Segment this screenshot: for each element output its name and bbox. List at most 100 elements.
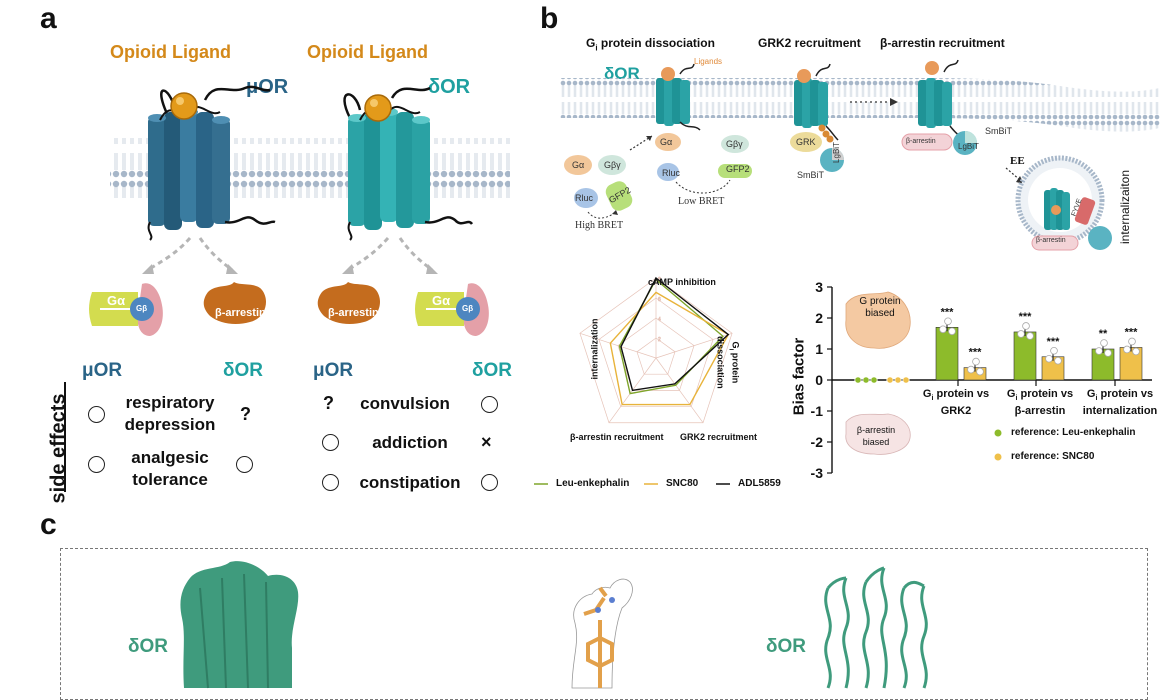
right-table-mu-header: μOR — [313, 360, 354, 381]
left-table-mu-header: μOR — [82, 360, 123, 381]
membrane-b — [560, 78, 1160, 132]
gbg-label-b1: Gβγ — [604, 160, 621, 170]
g-protein-icon-delta — [415, 283, 489, 336]
bar-datapoint — [1128, 337, 1136, 346]
check-circle-icon — [322, 434, 339, 451]
bar-significance: *** — [1047, 336, 1061, 348]
delta-receptor-icon — [343, 86, 474, 241]
bar-datapoint — [1050, 346, 1058, 355]
gbeta-label-mu: Gβ — [136, 304, 148, 313]
internalization-label: internalizaiton — [1118, 169, 1133, 245]
radar-legend-adl: ADL5859 — [738, 478, 781, 489]
ligand-ball-2 — [364, 94, 392, 122]
right-row-2-delta-mark: × — [481, 432, 492, 452]
arrestin-icon-mu — [203, 282, 266, 324]
delta-receptor-label: δOR — [428, 76, 471, 98]
mu-receptor-icon — [147, 85, 276, 241]
radar-axis-internalization: internalization — [589, 318, 600, 380]
bar-datapoint — [1054, 356, 1062, 365]
rluc-label-b2: Rluc — [662, 168, 681, 178]
ligand-ball-1 — [170, 92, 198, 120]
bar-y-tick-label: 1 — [815, 341, 823, 357]
ligands-label: Ligands — [694, 57, 723, 66]
bar-y-tick-label: 2 — [815, 310, 823, 326]
bar-significance: *** — [941, 306, 955, 318]
radar-series-1 — [609, 291, 730, 406]
check-circle-icon — [88, 406, 105, 423]
reference-dot — [902, 376, 910, 384]
delta-or-label-c2: δOR — [766, 636, 807, 657]
rluc-label-b1: Rluc — [575, 193, 594, 203]
galpha-label-b2: Gα — [660, 137, 673, 147]
bar-ylabel: Bias factor — [790, 337, 808, 416]
bar-y-tick-label: -2 — [811, 434, 824, 450]
gbeta-label-delta: Gβ — [462, 304, 474, 313]
bar-significance: ** — [1099, 328, 1108, 340]
bar-datapoint — [948, 327, 956, 336]
radar-ring — [598, 297, 714, 407]
receptor-grk-icon — [794, 63, 839, 143]
check-circle-icon — [481, 396, 498, 413]
receptor-gi-icon — [656, 63, 701, 131]
bar-datapoint — [939, 325, 947, 334]
radar-spoke — [655, 332, 733, 359]
smbit-label-grk: SmBiT — [797, 170, 824, 180]
check-circle-icon — [236, 456, 253, 473]
panel-a-illustration — [64, 85, 510, 492]
radar-ring-label: 2 — [658, 337, 661, 343]
bar-legend-snc80: reference: SNC80 — [1011, 451, 1095, 462]
left-row-2-text: analgesic tolerance — [131, 448, 209, 489]
right-row-1-text: convulsion — [360, 394, 450, 413]
ribbon-structure-icon — [824, 566, 928, 689]
left-row-1-delta-mark: ? — [240, 404, 251, 424]
radar-legend-leu: Leu-enkephalin — [556, 478, 630, 489]
bar-significance: *** — [1125, 326, 1139, 338]
panel-b-schematic — [560, 59, 1160, 251]
bar-datapoint — [972, 357, 980, 366]
radar-ring — [579, 277, 733, 424]
check-circle-icon — [88, 456, 105, 473]
bar-datapoint — [1104, 349, 1112, 357]
radar-axis-camp: cAMP inhibition — [648, 277, 716, 287]
bar-0-0 — [935, 326, 959, 381]
galpha-label-b1: Gα — [572, 160, 585, 170]
left-row-1-text: respiratory depression — [124, 393, 216, 434]
reference-dot — [894, 376, 902, 384]
mu-receptor-label: μOR — [246, 76, 289, 98]
g-protein-icon-mu — [89, 283, 163, 336]
ligand-label-2: Opioid Ligand — [307, 42, 428, 62]
bar-datapoint — [1026, 332, 1034, 340]
heading-gi-dissociation: Gi protein dissociation — [586, 36, 715, 53]
receptor-arrestin-icon — [918, 59, 965, 141]
radar-axis-grk2: GRK2 recruitment — [680, 432, 758, 442]
bar-datapoint — [1022, 322, 1030, 330]
gfp2-label-b2: GFP2 — [726, 164, 750, 174]
reference-dot — [862, 376, 870, 384]
arrestin-label-endosome: β-arrestin — [1036, 237, 1066, 244]
radar-series-0 — [618, 278, 724, 395]
delta-or-label-c1: δOR — [128, 636, 169, 657]
check-circle-icon — [322, 474, 339, 491]
bar-datapoint — [1123, 345, 1131, 354]
reference-dot — [870, 376, 878, 384]
right-row-2-text: addiction — [372, 433, 448, 452]
radar-legend-snc80: SNC80 — [666, 478, 699, 489]
arrestin-label-mu: β-arrestin — [215, 307, 266, 319]
lgbit-label-arr: LgBiT — [958, 142, 979, 151]
panel-letter-c: c — [40, 508, 57, 541]
ligand-density-icon — [571, 578, 633, 689]
bar-datapoint — [944, 317, 952, 326]
radar-ring-label: 4 — [658, 317, 661, 323]
radar-ring — [636, 337, 676, 375]
bar-significance: *** — [1019, 311, 1033, 323]
bar-y-tick-label: 0 — [815, 372, 823, 388]
arrestin-label-b: β-arrestin — [906, 138, 936, 145]
galpha-label-mu: Gα — [107, 293, 126, 308]
ee-label: EE — [1010, 155, 1025, 167]
